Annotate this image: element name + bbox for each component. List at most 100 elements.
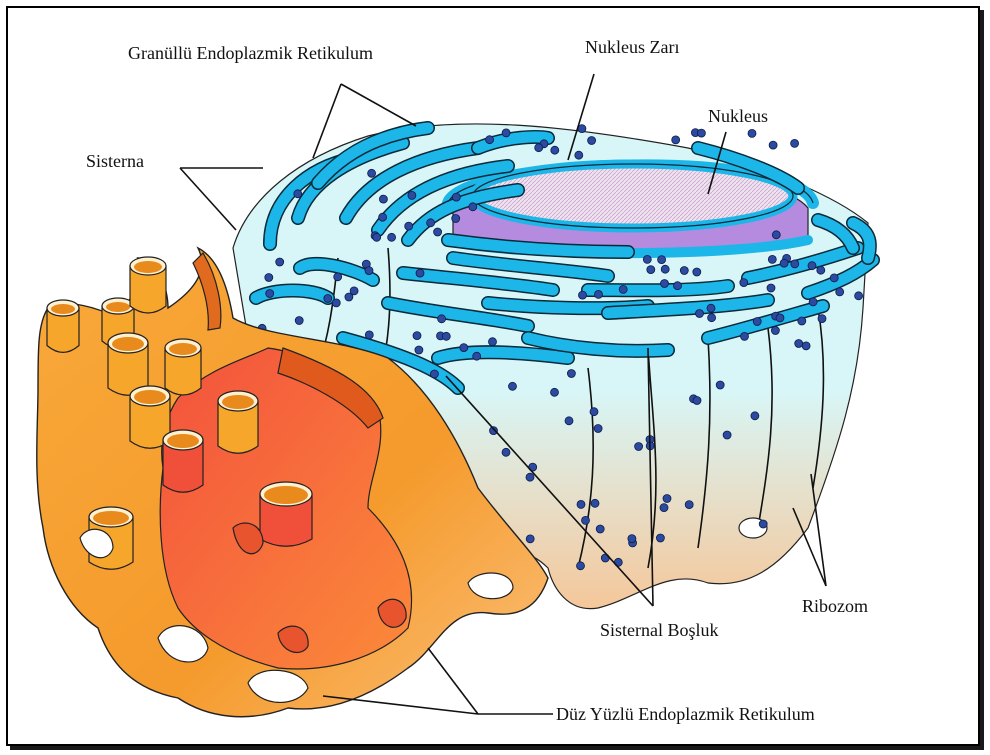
ribosome: [817, 266, 825, 274]
ribosome: [791, 260, 799, 268]
ribosome: [643, 255, 651, 263]
leader-rough-er-2: [341, 84, 416, 126]
diagram-frame: Granüllü Endoplazmik Retikulum Nukleus Z…: [6, 6, 980, 746]
ribosome: [509, 382, 517, 390]
ribosome: [408, 191, 416, 199]
ribosome: [767, 284, 775, 292]
ribosome: [502, 129, 510, 137]
ribosome: [791, 139, 799, 147]
ribosome: [776, 314, 784, 322]
er-diagram: Granüllü Endoplazmik Retikulum Nukleus Z…: [8, 8, 982, 748]
ribosome: [855, 292, 863, 300]
ribosome: [526, 535, 534, 543]
ribosome: [502, 448, 510, 456]
ribosome: [674, 282, 682, 290]
ribosome: [345, 293, 353, 301]
ribosome: [808, 262, 816, 270]
leader-smooth-er-2: [428, 648, 478, 714]
ribosome: [798, 317, 806, 325]
smooth-er-tubule-opening: [222, 395, 254, 409]
ribosome: [590, 408, 598, 416]
smooth-er-tubule-opening: [134, 261, 162, 273]
ribosome: [535, 144, 543, 152]
ribosome: [452, 193, 460, 201]
ribosome: [489, 338, 497, 346]
ribosome: [753, 318, 761, 326]
ribosome: [565, 417, 573, 425]
smooth-er-tubule-opening: [264, 486, 308, 504]
leader-smooth-er-3: [323, 696, 478, 714]
smooth-er-tubule-opening: [169, 343, 197, 355]
ribosome: [577, 562, 585, 570]
label-nucleus: Nukleus: [708, 106, 768, 126]
ribosome: [661, 280, 669, 288]
ribosome: [551, 388, 559, 396]
ribosome: [723, 431, 731, 439]
ribosome: [697, 129, 705, 137]
rough-er-cisterna: [438, 352, 568, 358]
ribosome: [772, 231, 780, 239]
ribosome: [526, 473, 534, 481]
ribosome: [707, 304, 715, 312]
ribosome: [469, 203, 477, 211]
ribosome: [473, 352, 481, 360]
ribosome: [415, 346, 423, 354]
ribosome: [365, 331, 373, 339]
ribosome: [818, 315, 826, 323]
ribosome: [628, 535, 636, 543]
ribosome: [780, 259, 788, 267]
ribosome: [368, 169, 376, 177]
ribosome: [324, 295, 332, 303]
ribosome: [405, 222, 413, 230]
ribosome: [452, 215, 460, 223]
ribosome: [759, 520, 767, 528]
ribosome: [388, 233, 396, 241]
ribosome: [693, 268, 701, 276]
ribosome: [332, 299, 340, 307]
ribosome: [660, 504, 668, 512]
ribosome: [661, 265, 669, 273]
ribosome: [768, 255, 776, 263]
ribosome: [619, 285, 627, 293]
ribosome: [379, 213, 387, 221]
ribosome: [582, 516, 590, 524]
ribosome: [809, 298, 817, 306]
ribosome: [460, 344, 468, 352]
smooth-er-tubule-opening: [134, 390, 166, 404]
ribosome: [769, 141, 777, 149]
ribosome: [658, 256, 666, 264]
smooth-er-tubule-opening: [112, 337, 144, 351]
ribosome: [373, 233, 381, 241]
ribosome: [438, 315, 446, 323]
ribosome: [741, 332, 749, 340]
ribosome: [751, 412, 759, 420]
ribosome: [379, 195, 387, 203]
ribosome: [334, 273, 342, 281]
ribosome: [696, 310, 704, 318]
ribosome: [594, 425, 602, 433]
leader-cisterna-2: [180, 168, 236, 230]
smooth-er-tubule-opening: [93, 511, 129, 525]
ribosome: [430, 370, 438, 378]
ribosome: [276, 258, 284, 266]
smooth-er-tubule-opening: [167, 434, 199, 448]
label-cisterna: Sisterna: [86, 151, 144, 171]
ribosome: [486, 136, 494, 144]
ribosome: [708, 314, 716, 322]
label-smooth-er: Düz Yüzlü Endoplazmik Retikulum: [556, 704, 815, 724]
ribosome: [442, 332, 450, 340]
label-rough-er: Granüllü Endoplazmik Retikulum: [128, 43, 373, 63]
ribosome: [416, 269, 424, 277]
ribosome: [647, 266, 655, 274]
smooth-er-tubule-opening: [51, 304, 75, 314]
ribosome: [663, 495, 671, 503]
label-ribosome: Ribozom: [802, 596, 868, 616]
ribosome: [591, 499, 599, 507]
ribosome: [748, 129, 756, 137]
ribosome: [716, 381, 724, 389]
ribosome: [294, 190, 302, 198]
ribosome: [266, 290, 274, 298]
ribosome: [830, 274, 838, 282]
ribosome: [575, 151, 583, 159]
ribosome: [295, 317, 303, 325]
